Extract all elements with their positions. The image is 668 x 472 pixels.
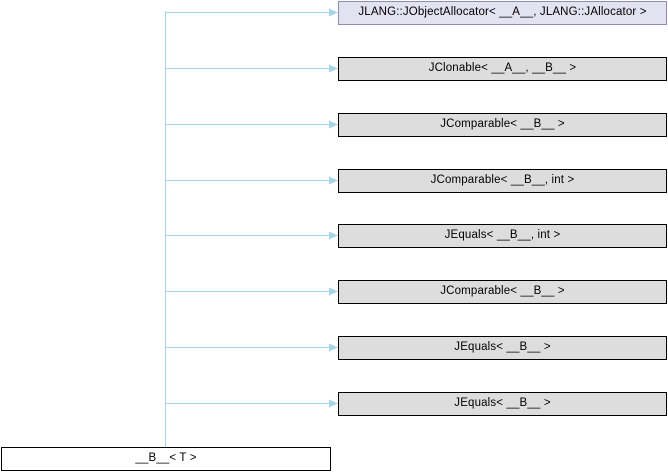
node-label: JLANG::JObjectAllocator< __A__, JLANG::J…: [358, 6, 647, 19]
arrowhead-icon: [329, 176, 338, 185]
arrowhead-icon: [329, 287, 338, 296]
node-label: JEquals< __B__, int >: [444, 229, 561, 242]
class-node-root[interactable]: __B__< T >: [1, 447, 331, 471]
node-label: __B__< T >: [135, 452, 197, 465]
arrowhead-icon: [329, 399, 338, 408]
edge-branch: [165, 64, 338, 73]
edge-branch: [165, 8, 338, 17]
class-node-1[interactable]: JClonable< __A__, __B__ >: [338, 57, 667, 81]
class-node-2[interactable]: JComparable< __B__ >: [338, 113, 667, 137]
node-label: JEquals< __B__ >: [454, 341, 551, 354]
node-label: JClonable< __A__, __B__ >: [428, 62, 577, 75]
node-label: JEquals< __B__ >: [454, 397, 551, 410]
edge-branch: [165, 120, 338, 129]
edge-branch: [165, 343, 338, 352]
edge-branch: [165, 287, 338, 296]
arrowhead-icon: [329, 343, 338, 352]
edge-branch: [165, 231, 338, 240]
node-label: JComparable< __B__, int >: [430, 174, 575, 187]
class-node-4[interactable]: JEquals< __B__, int >: [338, 224, 667, 248]
edge-branch: [165, 399, 338, 408]
arrowhead-icon: [329, 64, 338, 73]
class-node-7[interactable]: JEquals< __B__ >: [338, 392, 667, 416]
class-node-0[interactable]: JLANG::JObjectAllocator< __A__, JLANG::J…: [338, 1, 667, 25]
arrowhead-icon: [329, 8, 338, 17]
class-node-3[interactable]: JComparable< __B__, int >: [338, 169, 667, 193]
edge-branch: [165, 176, 338, 185]
class-node-6[interactable]: JEquals< __B__ >: [338, 336, 667, 360]
class-node-5[interactable]: JComparable< __B__ >: [338, 280, 667, 304]
node-label: JComparable< __B__ >: [440, 118, 565, 131]
arrowhead-icon: [329, 231, 338, 240]
arrowhead-icon: [329, 120, 338, 129]
node-label: JComparable< __B__ >: [440, 285, 565, 298]
